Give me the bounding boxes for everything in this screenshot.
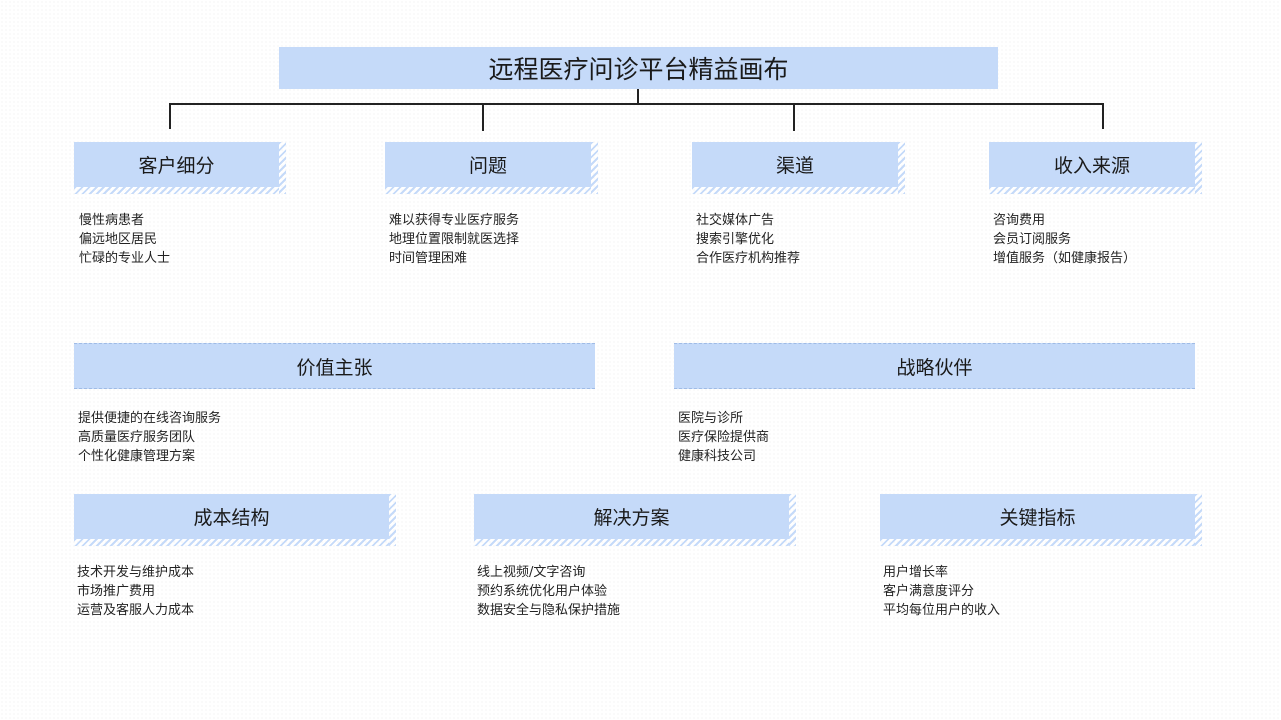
list-item: 时间管理困难 (389, 251, 468, 266)
list-item: 偏远地区居民 (79, 232, 158, 247)
strategic-partners-list: 医院与诊所 医疗保险提供商 健康科技公司 (678, 409, 769, 466)
customer-segments-label: 客户细分 (138, 155, 215, 177)
list-item: 市场推广费用 (77, 584, 156, 599)
key-metrics-label: 关键指标 (999, 507, 1076, 529)
problem-header: 问题 (385, 142, 598, 194)
key-metrics-list: 用户增长率 客户满意度评分 平均每位用户的收入 (883, 563, 1000, 620)
list-item: 医疗保险提供商 (678, 430, 770, 445)
list-item: 忙碌的专业人士 (79, 251, 171, 266)
cost-structure-label: 成本结构 (193, 507, 270, 529)
value-proposition-list: 提供便捷的在线咨询服务 高质量医疗服务团队 个性化健康管理方案 (78, 409, 221, 466)
revenue-streams-list: 咨询费用 会员订阅服务 增值服务（如健康报告） (993, 211, 1136, 268)
customer-segments-list: 慢性病患者 偏远地区居民 忙碌的专业人士 (79, 211, 170, 268)
list-item: 线上视频/文字咨询 (477, 565, 586, 580)
revenue-streams-header: 收入来源 (989, 142, 1202, 194)
list-item: 高质量医疗服务团队 (78, 430, 196, 445)
list-item: 客户满意度评分 (883, 584, 975, 599)
value-proposition-header: 价值主张 (74, 343, 595, 389)
solution-label: 解决方案 (593, 507, 670, 529)
list-item: 健康科技公司 (678, 449, 757, 464)
revenue-streams-label: 收入来源 (1053, 155, 1130, 177)
list-item: 搜索引擎优化 (696, 232, 775, 247)
solution-header: 解决方案 (474, 494, 796, 546)
channels-list: 社交媒体广告 搜索引擎优化 合作医疗机构推荐 (696, 211, 800, 268)
list-item: 医院与诊所 (678, 411, 744, 426)
list-item: 合作医疗机构推荐 (696, 251, 801, 266)
problem-list: 难以获得专业医疗服务 地理位置限制就医选择 时间管理困难 (389, 211, 519, 268)
list-item: 难以获得专业医疗服务 (389, 213, 520, 228)
list-item: 慢性病患者 (79, 213, 145, 228)
list-item: 会员订阅服务 (993, 232, 1072, 247)
list-item: 社交媒体广告 (696, 213, 775, 228)
list-item: 数据安全与隐私保护措施 (477, 603, 621, 618)
strategic-partners-header: 战略伙伴 (674, 343, 1195, 389)
cost-structure-list: 技术开发与维护成本 市场推广费用 运营及客服人力成本 (77, 563, 194, 620)
channels-header: 渠道 (692, 142, 905, 194)
value-proposition-label: 价值主张 (296, 356, 373, 379)
list-item: 用户增长率 (883, 565, 949, 580)
list-item: 平均每位用户的收入 (883, 603, 1001, 618)
list-item: 提供便捷的在线咨询服务 (78, 411, 222, 426)
cost-structure-header: 成本结构 (74, 494, 396, 546)
strategic-partners-label: 战略伙伴 (896, 356, 973, 379)
list-item: 增值服务（如健康报告） (993, 251, 1137, 266)
list-item: 预约系统优化用户体验 (477, 584, 608, 599)
problem-label: 问题 (468, 155, 507, 177)
list-item: 运营及客服人力成本 (77, 603, 195, 618)
list-item: 技术开发与维护成本 (77, 565, 195, 580)
canvas-title: 远程医疗问诊平台精益画布 (279, 47, 998, 89)
list-item: 地理位置限制就医选择 (389, 232, 520, 247)
channels-label: 渠道 (775, 155, 814, 177)
list-item: 咨询费用 (993, 213, 1046, 228)
list-item: 个性化健康管理方案 (78, 449, 196, 464)
key-metrics-header: 关键指标 (880, 494, 1202, 546)
customer-segments-header: 客户细分 (74, 142, 286, 194)
solution-list: 线上视频/文字咨询 预约系统优化用户体验 数据安全与隐私保护措施 (477, 563, 620, 620)
